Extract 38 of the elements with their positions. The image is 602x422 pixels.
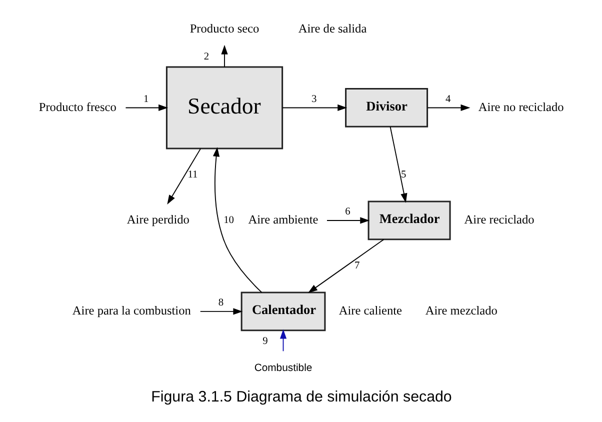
node-text: Aire perdido — [126, 212, 189, 227]
edge-label: 6 — [344, 206, 350, 218]
node-text: Aire no reciclado — [478, 100, 564, 114]
arrow — [282, 104, 347, 112]
arrow — [326, 217, 370, 224]
edge-label: 2 — [203, 51, 209, 62]
node-text: Aire ambiente — [248, 212, 318, 227]
arrow — [307, 238, 384, 294]
arrow — [426, 104, 470, 112]
arrow — [124, 104, 168, 112]
node-text: Producto seco — [189, 21, 259, 36]
arrow — [166, 148, 201, 205]
node-box: Calentador — [240, 292, 326, 332]
edge-label: 7 — [354, 260, 360, 272]
caption: Figura 3.1.5 Diagrama de simulación secado — [150, 388, 452, 406]
edge-label: 3 — [310, 94, 316, 105]
arrow — [220, 44, 228, 68]
label: Aire de salida — [298, 21, 366, 36]
node-box: Mezclador — [367, 200, 450, 240]
arrow — [389, 126, 407, 203]
edge-label: 5 — [400, 170, 406, 181]
edge-label: 1 — [143, 94, 148, 105]
edge-label: 11 — [187, 170, 198, 181]
node-text: Combustible — [254, 362, 312, 374]
edge-label: 8 — [218, 298, 224, 309]
arrow — [212, 147, 262, 293]
node-box: Divisor — [344, 88, 428, 128]
edge-label: 9 — [262, 336, 268, 347]
node-box: Secador — [165, 66, 283, 150]
label: Aire mezclado — [424, 304, 497, 318]
label: Aire reciclado — [464, 212, 534, 227]
edge-label: 10 — [223, 215, 234, 226]
edge-label: 4 — [445, 94, 450, 105]
node-text: Aire para la combustion — [72, 304, 190, 318]
arrow — [199, 308, 242, 315]
arrow — [279, 329, 286, 352]
label: Aire caliente — [338, 304, 402, 318]
node-text: Producto fresco — [38, 100, 116, 114]
